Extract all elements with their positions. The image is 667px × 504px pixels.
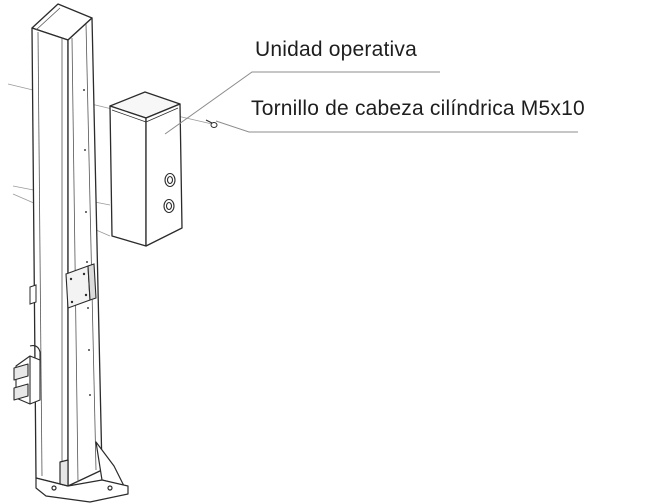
callout-screw: Tornillo de cabeza cilíndrica M5x10 <box>251 97 585 120</box>
lower-bracket <box>13 345 41 405</box>
operating-unit-buttons <box>163 172 176 214</box>
column-base <box>35 441 129 503</box>
column-front-face <box>31 27 69 487</box>
column-holes <box>83 89 91 396</box>
mounting-plate <box>65 263 97 309</box>
column-side-face <box>67 17 103 487</box>
column-side-tab <box>29 284 37 305</box>
column-edge-details <box>35 7 97 483</box>
column-post <box>31 3 103 487</box>
leader-operating-unit <box>164 71 440 135</box>
callout-operating-unit: Unidad operativa <box>255 38 417 61</box>
operating-unit-box <box>109 91 183 247</box>
screw-icon <box>205 119 218 128</box>
leader-screw <box>215 120 578 133</box>
leader-lines <box>164 71 578 135</box>
